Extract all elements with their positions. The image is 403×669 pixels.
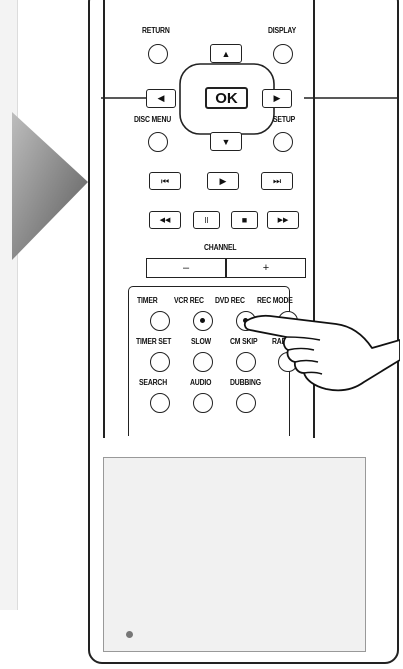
left-strip	[0, 0, 18, 610]
stop-button[interactable]: ■	[231, 211, 258, 229]
dvd-rec-label: DVD REC	[215, 296, 245, 305]
vcr-rec-label: VCR REC	[174, 296, 204, 305]
display-button[interactable]	[273, 44, 293, 64]
tv-screen	[103, 457, 366, 652]
timer-button[interactable]	[150, 311, 170, 331]
disc-menu-button[interactable]	[148, 132, 168, 152]
pointing-hand-icon	[240, 310, 400, 402]
audio-label: AUDIO	[190, 378, 211, 387]
play-button[interactable]: ▶	[207, 172, 239, 190]
search-button[interactable]	[150, 393, 170, 413]
right-arrow-button[interactable]: ▶	[262, 89, 292, 108]
rewind-button[interactable]: ◀◀	[149, 211, 181, 229]
up-arrow-button[interactable]: ▲	[210, 44, 242, 63]
skip-back-button[interactable]: ⏮	[149, 172, 181, 190]
setup-label: SETUP	[273, 115, 295, 124]
setup-button[interactable]	[273, 132, 293, 152]
play-arrow-icon	[0, 96, 90, 266]
channel-minus-button[interactable]: –	[146, 258, 226, 278]
indicator-dot	[126, 631, 133, 638]
slow-label: SLOW	[191, 337, 211, 346]
audio-button[interactable]	[193, 393, 213, 413]
timer-set-button[interactable]	[150, 352, 170, 372]
disc-menu-label: DISC MENU	[134, 115, 171, 124]
vcr-rec-button[interactable]	[193, 311, 213, 331]
fast-forward-button[interactable]: ▶▶	[267, 211, 299, 229]
left-arrow-button[interactable]: ◀	[146, 89, 176, 108]
rec-mode-label: REC MODE	[257, 296, 293, 305]
channel-plus-button[interactable]: +	[226, 258, 306, 278]
search-label: SEARCH	[139, 378, 167, 387]
return-button[interactable]	[148, 44, 168, 64]
slow-button[interactable]	[193, 352, 213, 372]
return-label: RETURN	[142, 26, 170, 35]
skip-forward-button[interactable]: ⏭	[261, 172, 293, 190]
channel-label: CHANNEL	[204, 243, 236, 252]
down-arrow-button[interactable]: ▼	[210, 132, 242, 151]
timer-set-label: TIMER SET	[136, 337, 171, 346]
timer-label: TIMER	[137, 296, 158, 305]
ok-button[interactable]: OK	[205, 87, 248, 109]
pause-button[interactable]: ll	[193, 211, 220, 229]
display-label: DISPLAY	[268, 26, 296, 35]
